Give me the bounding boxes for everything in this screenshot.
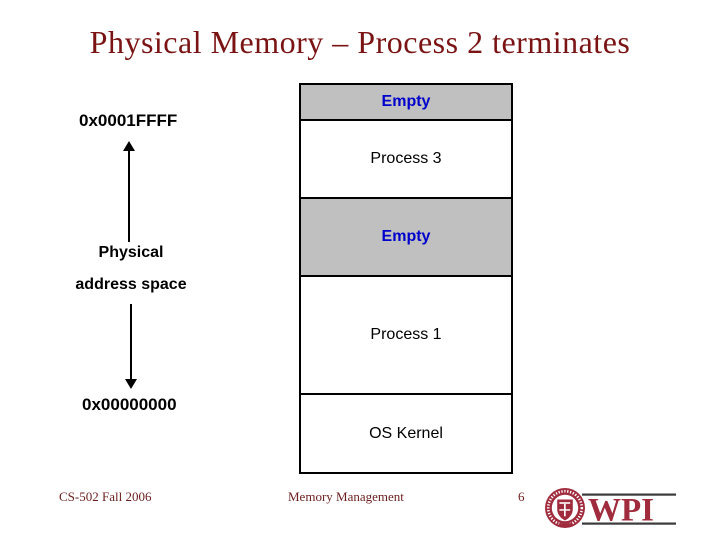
wpi-logo: WPI [544,482,680,534]
arrowhead-up [123,141,135,151]
wpi-wordmark: WPI [588,493,654,529]
logo-bottom-rule [582,522,676,525]
block-label: Empty [381,93,431,110]
logo-top-rule [582,493,676,496]
memory-block-empty-middle: Empty [301,199,511,277]
block-label: Process 3 [370,150,442,167]
memory-block-os-kernel: OS Kernel [301,395,511,472]
axis-label-address-space: address space [75,276,187,293]
slide-title: Physical Memory – Process 2 terminates [89,24,631,60]
axis-label-physical: Physical [98,244,164,261]
address-low-label: 0x00000000 [82,395,177,414]
arrow-shaft [130,304,132,379]
block-label: OS Kernel [369,424,443,442]
wpi-seal-icon [545,488,585,528]
memory-block-process-3: Process 3 [301,121,511,199]
memory-block-empty-top: Empty [301,85,511,121]
arrow-down-icon [124,304,138,389]
arrow-shaft [128,151,130,242]
block-label: Process 1 [370,326,442,343]
wpi-logo-graphic: WPI [545,488,676,529]
address-high-label: 0x0001FFFF [79,111,178,130]
footer-center-title: Memory Management [288,489,404,504]
arrowhead-down [125,379,137,389]
memory-diagram: Empty Process 3 Empty Process 1 OS Kerne… [299,83,513,474]
footer-course: CS-502 Fall 2006 [59,489,152,504]
memory-block-process-1: Process 1 [301,277,511,395]
block-label: Empty [381,228,431,245]
footer-page-number: 6 [518,489,525,504]
arrow-up-icon [122,141,136,242]
